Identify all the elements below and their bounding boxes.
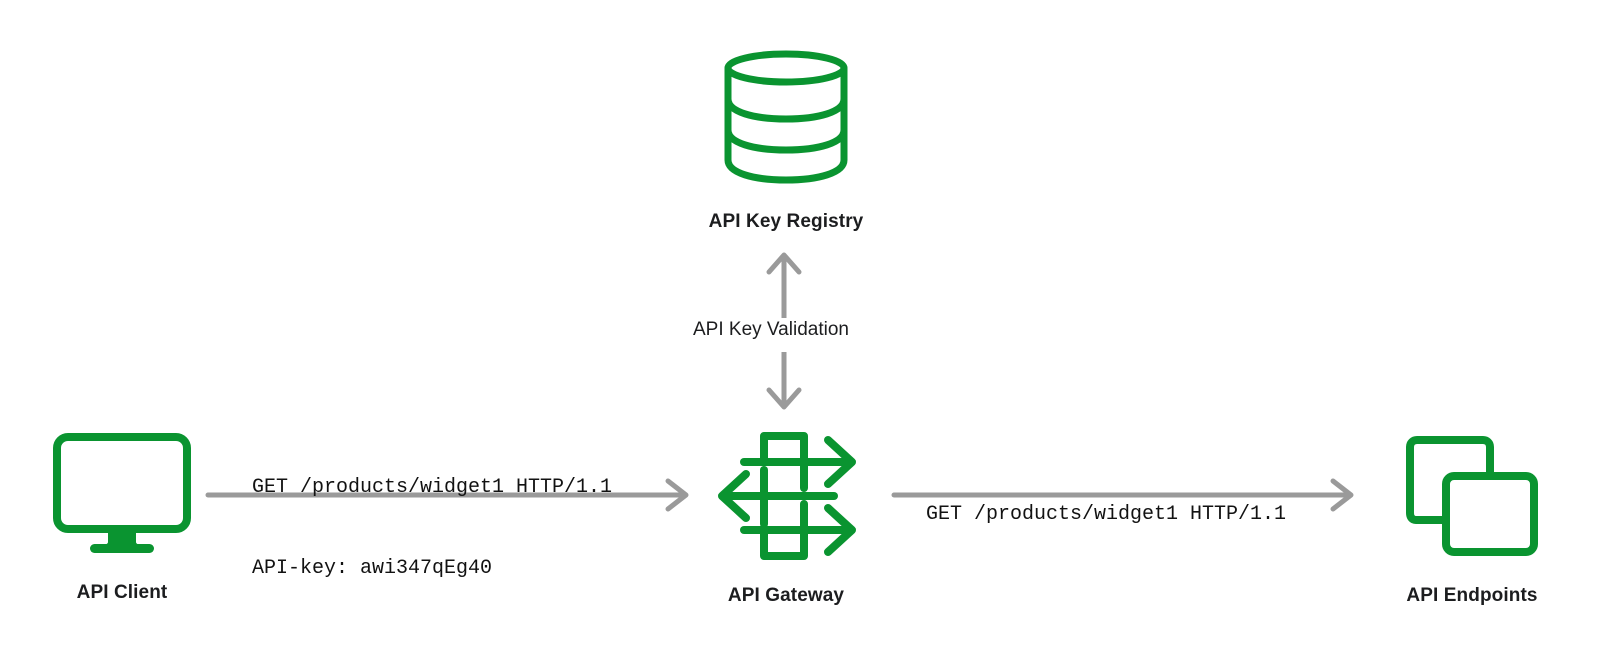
request-line-client: GET /products/widget1 HTTP/1.1 (252, 476, 613, 499)
database-cylinder-icon (716, 44, 856, 189)
edge-label-backend-request: GET /products/widget1 HTTP/1.1 (926, 447, 1286, 582)
node-label-api-endpoints: API Endpoints (1406, 585, 1538, 606)
node-api-gateway[interactable]: API Gateway (688, 432, 884, 607)
arrow-gateway-to-endpoints (886, 476, 1381, 519)
node-label-api-key-registry: API Key Registry (708, 211, 864, 232)
stacked-squares-icon (1402, 432, 1542, 565)
arrow-gateway-to-registry (762, 248, 806, 323)
api-gateway-arrows-icon (712, 432, 860, 565)
node-api-client[interactable]: API Client (22, 432, 222, 604)
desktop-monitor-icon (52, 432, 192, 562)
node-api-key-registry[interactable]: API Key Registry (660, 44, 912, 233)
request-header-api-key: API-key: awi347qEg40 (252, 557, 493, 580)
arrow-registry-to-gateway (762, 349, 806, 419)
node-api-endpoints[interactable]: API Endpoints (1376, 432, 1568, 607)
arrow-client-to-gateway (200, 476, 700, 519)
edge-label-client-request: GET /products/widget1 HTTP/1.1 API-key: … (252, 420, 612, 636)
node-label-api-gateway: API Gateway (727, 585, 845, 606)
request-line-backend: GET /products/widget1 HTTP/1.1 (926, 503, 1287, 526)
edge-label-api-key-validation: API Key Validation (693, 319, 849, 340)
node-label-api-client: API Client (76, 582, 168, 603)
